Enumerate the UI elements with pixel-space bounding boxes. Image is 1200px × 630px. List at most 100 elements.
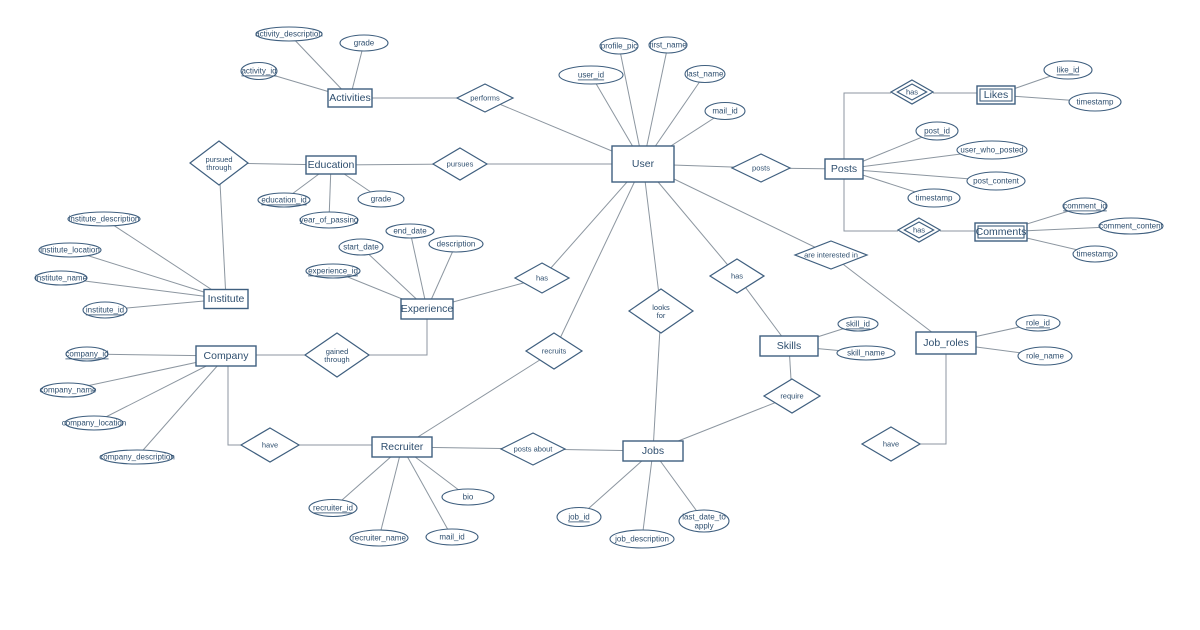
entity-likes[interactable]: Likes	[976, 85, 1016, 105]
relationship-require[interactable]: require	[762, 378, 822, 414]
attribute-skills[interactable]: skill_id	[837, 316, 879, 332]
attribute-user[interactable]: profile_pic	[599, 37, 639, 55]
relationship-diamond	[762, 378, 822, 414]
attribute-job_roles[interactable]: role_id	[1015, 314, 1061, 332]
entity-institute[interactable]: Institute	[203, 288, 249, 310]
attribute-comments[interactable]: timestamp	[1072, 245, 1118, 263]
attribute-posts[interactable]: post_id	[915, 121, 959, 141]
entity-skills[interactable]: Skills	[759, 335, 819, 357]
attribute-company[interactable]: company_id	[65, 346, 109, 362]
relationship-label: posts about	[514, 445, 554, 454]
attribute-posts[interactable]: user_who_posted	[956, 140, 1028, 160]
attribute-ellipse	[40, 382, 96, 398]
attribute-jobs[interactable]: job_description	[609, 529, 675, 549]
attribute-user[interactable]: user_id	[558, 65, 624, 85]
entity-experience[interactable]: Experience	[400, 298, 454, 320]
attribute-institute[interactable]: institute_id	[82, 301, 128, 319]
relationship-posts_rel[interactable]: posts	[730, 153, 792, 183]
relationship-performs[interactable]: performs	[455, 83, 515, 113]
key-attribute-label: skill_id	[846, 320, 870, 329]
attribute-job_roles[interactable]: role_name	[1017, 346, 1073, 366]
attribute-skills[interactable]: skill_name	[836, 345, 896, 361]
attribute-ellipse	[441, 488, 495, 506]
attribute-user[interactable]: first_name	[648, 36, 688, 54]
attribute-company[interactable]: company_description	[99, 449, 175, 465]
entity-activities[interactable]: Activities	[327, 88, 373, 108]
attribute-experience[interactable]: description	[428, 235, 484, 253]
relationship-pursues[interactable]: pursues	[431, 147, 489, 181]
attribute-company[interactable]: company_location	[62, 415, 126, 431]
attribute-education[interactable]: education_id	[257, 192, 311, 208]
entity-label: Activities	[329, 92, 370, 104]
attribute-company[interactable]: company_name	[40, 382, 97, 398]
entity-box	[759, 335, 819, 357]
attribute-ellipse	[67, 211, 141, 227]
relationship-diamond	[708, 258, 766, 294]
entity-box	[371, 436, 433, 458]
entity-job_roles[interactable]: Job_roles	[915, 331, 977, 355]
attribute-experience[interactable]: end_date	[385, 223, 435, 239]
relationship-have_roles[interactable]: have	[860, 426, 922, 462]
attribute-recruiter[interactable]: bio	[441, 488, 495, 506]
connector-path-2	[843, 92, 891, 159]
entity-label: Company	[204, 350, 250, 362]
relationship-diamond	[189, 140, 249, 186]
relationship-interested_in[interactable]: are interested in	[793, 240, 869, 270]
attribute-activities[interactable]: activity_description	[255, 26, 323, 42]
attribute-recruiter[interactable]: recruiter_name	[349, 529, 409, 547]
key-attribute-label: job_id	[567, 513, 589, 522]
attribute-posts[interactable]: timestamp	[907, 188, 961, 208]
entity-company[interactable]: Company	[195, 345, 257, 367]
attribute-experience[interactable]: experience_id	[305, 263, 361, 279]
attribute-education[interactable]: year_of_passing	[299, 211, 359, 229]
attribute-institute[interactable]: institute_description	[67, 211, 141, 227]
attribute-activities[interactable]: activity_id	[240, 61, 278, 81]
attribute-likes[interactable]: like_id	[1043, 60, 1093, 80]
relationship-has_likes[interactable]: has	[889, 79, 935, 105]
attribute-user[interactable]: mail_id	[704, 101, 746, 121]
entity-comments[interactable]: Comments	[974, 222, 1028, 242]
entity-box	[195, 345, 257, 367]
entity-user[interactable]: User	[611, 145, 675, 183]
attribute-user[interactable]: last_name	[684, 64, 726, 84]
relationship-has_skills[interactable]: has	[708, 258, 766, 294]
entity-jobs[interactable]: Jobs	[622, 440, 684, 462]
attribute-link-recruiter	[401, 446, 453, 538]
attribute-posts[interactable]: post_content	[966, 171, 1026, 191]
entity-recruiter[interactable]: Recruiter	[371, 436, 433, 458]
relationship-diamond	[793, 240, 869, 270]
attribute-experience[interactable]: start_date	[338, 238, 384, 256]
relationship-has_comments[interactable]: has	[896, 217, 942, 243]
attribute-jobs[interactable]: job_id	[556, 506, 602, 528]
attribute-ellipse	[558, 65, 624, 85]
attribute-label: skill_name	[847, 349, 885, 358]
entity-posts[interactable]: Posts	[824, 158, 864, 180]
attribute-link-activities	[288, 33, 351, 99]
attribute-comments[interactable]: comment_content	[1098, 217, 1164, 235]
attribute-recruiter[interactable]: mail_id	[425, 528, 479, 546]
attribute-activities[interactable]: grade	[339, 34, 389, 52]
attribute-ellipse	[556, 506, 602, 528]
relationship-have_company[interactable]: have	[239, 427, 301, 463]
attribute-recruiter[interactable]: recruiter_id	[308, 498, 358, 518]
connector-path-0	[369, 319, 428, 356]
attribute-label: description	[437, 240, 476, 249]
attribute-institute[interactable]: institute_location	[38, 242, 102, 258]
entity-education[interactable]: Education	[305, 155, 357, 175]
attribute-label: company_description	[99, 453, 175, 462]
attribute-education[interactable]: grade	[357, 190, 405, 208]
connector-user-has_exp	[541, 163, 644, 279]
relationship-recruits[interactable]: recruits	[524, 332, 584, 370]
attribute-institute[interactable]: institute_name	[34, 270, 88, 286]
relationship-has_exp[interactable]: has	[513, 262, 571, 294]
attribute-comments[interactable]: comment_id	[1062, 197, 1108, 215]
entity-label: Posts	[831, 163, 857, 175]
relationship-posts_about[interactable]: posts about	[499, 432, 567, 466]
attribute-likes[interactable]: timestamp	[1068, 92, 1122, 112]
